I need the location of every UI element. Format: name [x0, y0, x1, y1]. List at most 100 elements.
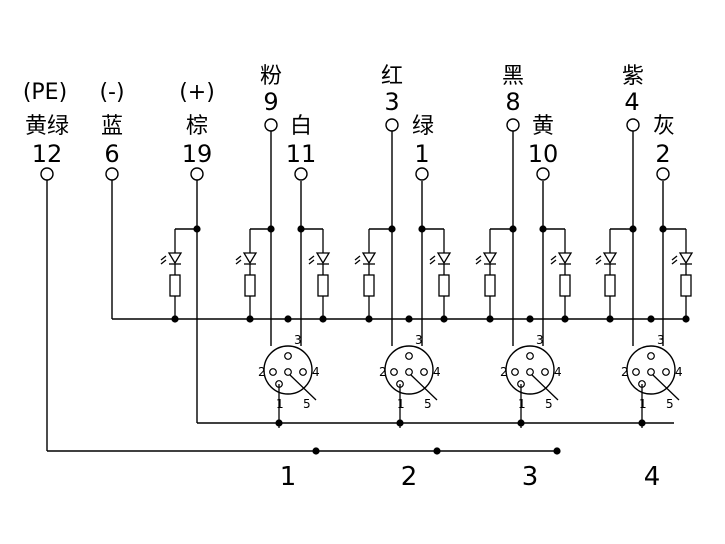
- led-ray: [595, 259, 602, 265]
- led-ray: [308, 255, 315, 261]
- junction-dot: [638, 419, 646, 427]
- led-ray: [354, 259, 361, 265]
- led-ray: [671, 255, 678, 261]
- connector-pin: [284, 368, 292, 376]
- pin-number-label: 5: [303, 397, 311, 411]
- led-resistor-branch: [235, 229, 258, 319]
- junction-dot: [267, 225, 275, 233]
- t5-bottom-number: 10: [528, 140, 559, 168]
- resistor-icon: [169, 274, 181, 297]
- pin-number-label: 4: [433, 365, 441, 379]
- terminal-circle: [190, 167, 204, 181]
- resistor-icon: [244, 274, 256, 297]
- terminal-circle: [40, 167, 54, 181]
- terminal-circle: [264, 118, 278, 132]
- led-icon: [557, 252, 573, 265]
- t6-top-number: 4: [624, 88, 639, 116]
- t4-bottom-color: 绿: [412, 114, 434, 139]
- junction-dot: [418, 225, 426, 233]
- led-resistor-branch: [475, 229, 498, 319]
- pin-5-wire: [531, 374, 559, 401]
- junction-dot: [246, 315, 254, 323]
- connector-pin: [420, 368, 428, 376]
- led-ray: [475, 259, 482, 265]
- pin-number-label: 1: [397, 397, 405, 411]
- connector-pin: [405, 368, 413, 376]
- minus-label: (-): [99, 80, 124, 105]
- t6-bottom-color: 灰: [653, 114, 675, 139]
- junction-dot: [433, 447, 441, 455]
- pin-number-label: 4: [554, 365, 562, 379]
- pe-number: 12: [32, 140, 63, 168]
- terminal-circle: [385, 118, 399, 132]
- junction-dot: [284, 315, 292, 323]
- led-resistor-branch: [160, 229, 183, 319]
- pin-number-label: 1: [639, 397, 647, 411]
- resistor-icon: [363, 274, 375, 297]
- led-icon: [678, 252, 694, 265]
- junction-dot: [553, 447, 561, 455]
- pin-number-label: 2: [621, 365, 629, 379]
- junction-dot: [526, 315, 534, 323]
- terminal-circle: [626, 118, 640, 132]
- junction-dot: [405, 315, 413, 323]
- connector-pin: [526, 368, 534, 376]
- led-resistor-branch: [354, 229, 377, 319]
- led-icon: [361, 252, 377, 265]
- plus-color-label: 棕: [186, 114, 208, 139]
- led-ray: [550, 259, 557, 265]
- pin-number-label: 2: [258, 365, 266, 379]
- led-icon: [602, 252, 618, 265]
- led-icon: [242, 252, 258, 265]
- led-ray: [308, 259, 315, 265]
- terminal-circle: [105, 167, 119, 181]
- resistor-icon: [484, 274, 496, 297]
- junction-dot: [561, 315, 569, 323]
- plus-label: (+): [179, 80, 215, 105]
- connector-pin: [541, 368, 549, 376]
- junction-dot: [606, 315, 614, 323]
- port-3-label: 3: [522, 462, 539, 492]
- resistor-icon: [438, 274, 450, 297]
- led-ray: [429, 259, 436, 265]
- t4-top-number: 3: [384, 88, 399, 116]
- junction-dot: [659, 225, 667, 233]
- led-icon: [315, 252, 331, 265]
- connector-pin: [647, 352, 655, 360]
- port-2-label: 2: [401, 462, 418, 492]
- resistor-icon: [559, 274, 571, 297]
- port-4-label: 4: [644, 462, 661, 492]
- led-branches: [160, 229, 694, 319]
- led-ray: [671, 259, 678, 265]
- t5-top-color: 黑: [502, 64, 524, 89]
- led-resistor-branch: [308, 229, 331, 319]
- junction-dot: [388, 225, 396, 233]
- junction-dot: [517, 419, 525, 427]
- t6-bottom-number: 2: [655, 140, 670, 168]
- junction-dot: [396, 419, 404, 427]
- t4-bottom-number: 1: [414, 140, 429, 168]
- pin-number-label: 3: [536, 333, 544, 347]
- pin-number-label: 5: [666, 397, 674, 411]
- junction-dot: [275, 419, 283, 427]
- connector-pin: [526, 352, 534, 360]
- port-1-label: 1: [280, 462, 297, 492]
- minus-number: 6: [104, 140, 119, 168]
- pin-number-label: 3: [415, 333, 423, 347]
- led-icon: [436, 252, 452, 265]
- connector-pin: [284, 352, 292, 360]
- led-ray: [235, 255, 242, 261]
- junction-dot: [539, 225, 547, 233]
- led-ray: [160, 259, 167, 265]
- pin-number-label: 5: [424, 397, 432, 411]
- terminal-circle: [506, 118, 520, 132]
- junction-dot: [647, 315, 655, 323]
- connector-pin: [299, 368, 307, 376]
- pe-label: (PE): [23, 80, 67, 105]
- pin-5-wire: [289, 374, 317, 401]
